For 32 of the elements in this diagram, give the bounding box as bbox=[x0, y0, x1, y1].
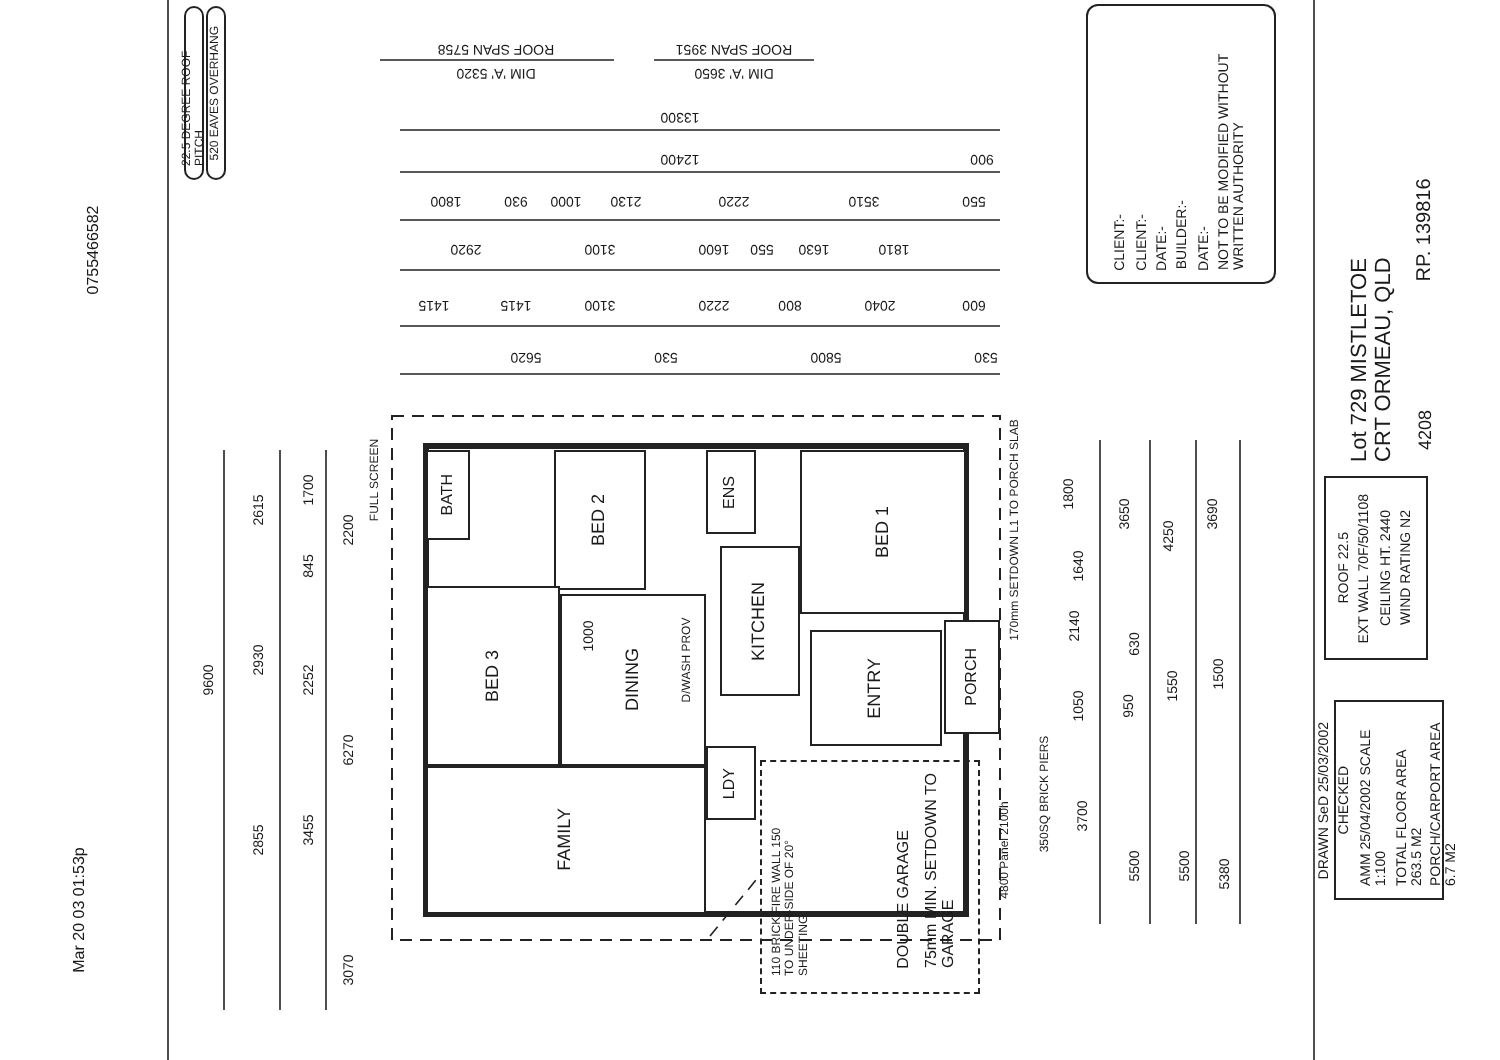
room-outline bbox=[706, 746, 756, 820]
room-name: DINING bbox=[623, 648, 643, 712]
room-name: BED 1 bbox=[873, 505, 893, 558]
note-capsule bbox=[184, 6, 204, 180]
specification-box bbox=[1324, 476, 1428, 660]
room-name: BED 3 bbox=[483, 649, 503, 702]
room-name: ENS bbox=[722, 475, 740, 509]
room-name: BED 2 bbox=[590, 493, 610, 546]
room-outline bbox=[944, 620, 1000, 734]
title-reference: RP. 139816 bbox=[1416, 178, 1436, 282]
room-outline bbox=[720, 546, 800, 696]
room-name: ENTRY bbox=[866, 657, 886, 719]
garage-outline bbox=[760, 760, 980, 994]
room-name: BATH bbox=[439, 474, 457, 516]
note-capsule bbox=[206, 6, 226, 180]
room-outline bbox=[560, 594, 706, 766]
address-text: Lot 729 MISTLETOE CRT ORMEAU, QLD bbox=[1347, 255, 1397, 462]
room-name: KITCHEN bbox=[750, 581, 770, 661]
fax-timestamp: Mar 20 03 01:53p bbox=[72, 847, 88, 973]
room-outline bbox=[426, 450, 470, 540]
room-outline bbox=[800, 450, 966, 614]
room-outline bbox=[426, 766, 706, 914]
room-outline bbox=[810, 630, 942, 746]
title-reference: 4208 bbox=[1417, 409, 1435, 451]
room-name: PORCH bbox=[963, 648, 981, 706]
room-name: FAMILY bbox=[556, 808, 576, 872]
room-name: LDY bbox=[722, 767, 740, 799]
room-outline bbox=[706, 450, 756, 534]
fax-number: 0755466582 bbox=[86, 205, 102, 295]
client-signature-box bbox=[1086, 4, 1276, 284]
room-outline bbox=[426, 586, 560, 766]
room-outline bbox=[554, 450, 646, 590]
